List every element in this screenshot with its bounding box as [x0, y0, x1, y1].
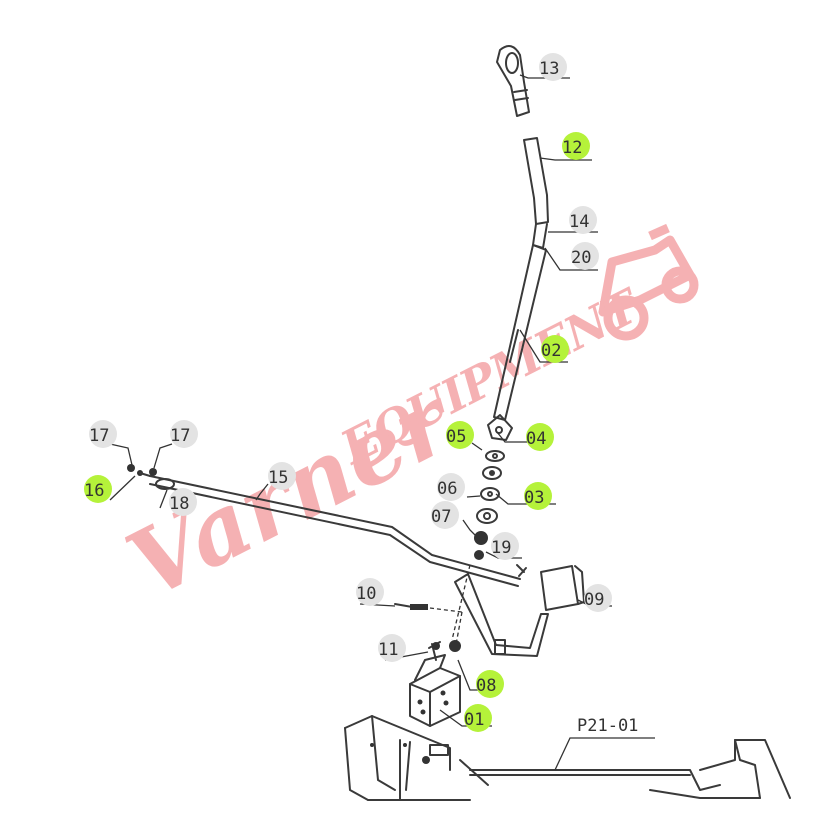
svg-text:12: 12: [562, 138, 582, 158]
pivot-bolt: [394, 564, 471, 651]
callout-14[interactable]: 14: [569, 206, 597, 234]
callout-18[interactable]: 18: [169, 488, 197, 516]
callout-17-right[interactable]: 17: [170, 420, 198, 448]
svg-text:11: 11: [378, 640, 398, 660]
callout-12[interactable]: 12: [562, 132, 590, 160]
svg-text:06: 06: [437, 479, 457, 499]
svg-text:19: 19: [491, 538, 511, 558]
svg-text:17: 17: [170, 426, 190, 446]
callout-17-left[interactable]: 17: [89, 420, 117, 448]
pivot-plate: [487, 414, 513, 441]
callout-10[interactable]: 10: [356, 578, 384, 606]
svg-text:20: 20: [571, 248, 591, 268]
svg-text:13: 13: [539, 59, 559, 79]
callout-13[interactable]: 13: [539, 53, 567, 81]
svg-text:01: 01: [464, 710, 484, 730]
callout-06[interactable]: 06: [437, 473, 465, 501]
svg-text:17: 17: [89, 426, 109, 446]
svg-text:16: 16: [84, 481, 104, 501]
watermark-block: EQUIPMENT: [331, 277, 651, 476]
callout-08[interactable]: 08: [476, 670, 504, 698]
small-bolt: [516, 564, 527, 577]
svg-text:10: 10: [356, 584, 376, 604]
pedal-arm: [454, 573, 549, 657]
callout-05[interactable]: 05: [446, 421, 474, 449]
callout-01[interactable]: 01: [464, 704, 492, 732]
svg-text:14: 14: [569, 212, 589, 232]
cross-rod: [149, 475, 521, 580]
callout-19[interactable]: 19: [491, 532, 519, 560]
svg-text:02: 02: [541, 341, 561, 361]
svg-text:04: 04: [526, 429, 546, 449]
svg-text:15: 15: [268, 468, 288, 488]
tractor-icon: [598, 223, 699, 341]
svg-text:08: 08: [476, 676, 496, 696]
callout-04[interactable]: 04: [526, 423, 554, 451]
callout-15[interactable]: 15: [268, 462, 296, 490]
callouts: 13 12 14 20 02 05 04 06: [84, 53, 638, 736]
svg-text:07: 07: [431, 507, 451, 527]
svg-text:09: 09: [584, 590, 604, 610]
svg-text:03: 03: [524, 488, 544, 508]
rod-end-hardware: [127, 464, 175, 490]
svg-text:05: 05: [446, 427, 466, 447]
watermark: Varner EQUIPMENT: [111, 223, 699, 620]
lever-knob: [496, 45, 530, 117]
lock-nut: [474, 531, 488, 560]
callout-02[interactable]: 02: [541, 335, 569, 363]
callout-16[interactable]: 16: [84, 475, 112, 503]
pedal-nut: [449, 640, 461, 652]
callout-11[interactable]: 11: [378, 634, 406, 662]
callout-20[interactable]: 20: [571, 242, 599, 270]
callout-09[interactable]: 09: [584, 584, 612, 612]
upper-lever-rod: [523, 137, 549, 225]
svg-text:18: 18: [169, 494, 189, 514]
tractor-frame: [344, 715, 791, 801]
callout-03[interactable]: 03: [524, 482, 552, 510]
callout-07[interactable]: 07: [431, 501, 459, 529]
assembly-label: P21-01: [577, 716, 638, 736]
washer-stack: [476, 450, 505, 524]
pedal-pad: [540, 565, 579, 611]
parts-drawing: [127, 45, 791, 801]
